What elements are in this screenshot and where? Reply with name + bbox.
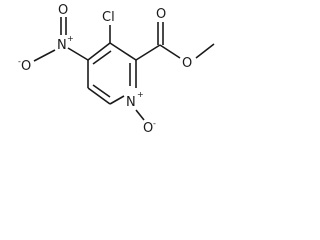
n-oxide-group: N + O - (126, 90, 156, 136)
bond-nnitro-oleft (33, 49, 56, 62)
atom-n-oxide-oxygen: O (143, 121, 153, 136)
chlorine-substituent: Cl (102, 10, 115, 43)
charge-nitro-oxygen-left: - (18, 57, 21, 66)
bond-c3-c4 (87, 42, 111, 61)
atom-chlorine: Cl (102, 10, 115, 25)
charge-ring-nitrogen: + (137, 90, 144, 99)
methyl-ester-group: O O (135, 7, 215, 71)
bond-c4-nnitro (67, 47, 89, 61)
bond-c3-c4-inner (92, 50, 112, 65)
atom-ring-nitrogen: N (126, 95, 136, 110)
charge-nitro-nitrogen: + (67, 34, 74, 43)
atom-ester-ether-oxygen: O (182, 56, 192, 71)
bond-c5-c6 (87, 87, 111, 105)
bond-c2-c3 (109, 42, 137, 61)
bond-ccarbonyl-oether (159, 44, 181, 59)
pyridine-ring (87, 42, 137, 105)
bond-oether-methyl (195, 43, 215, 59)
atom-nitro-oxygen-top: O (58, 3, 68, 18)
atom-ester-carbonyl-oxygen: O (156, 7, 166, 22)
bond-c2-ccarbonyl (135, 44, 161, 61)
bond-nring-ooxide (135, 109, 145, 121)
nitro-group: N + O O - (18, 3, 89, 74)
bond-c5-c6-inner (92, 84, 111, 98)
atom-nitro-oxygen-left: O (21, 59, 31, 74)
atom-nitro-nitrogen: N (57, 38, 67, 53)
bond-c6-n1 (109, 95, 125, 105)
chemical-structure-diagram: Cl N + O O - O O N + O - (18, 3, 215, 136)
charge-n-oxide-oxygen: - (153, 119, 156, 128)
